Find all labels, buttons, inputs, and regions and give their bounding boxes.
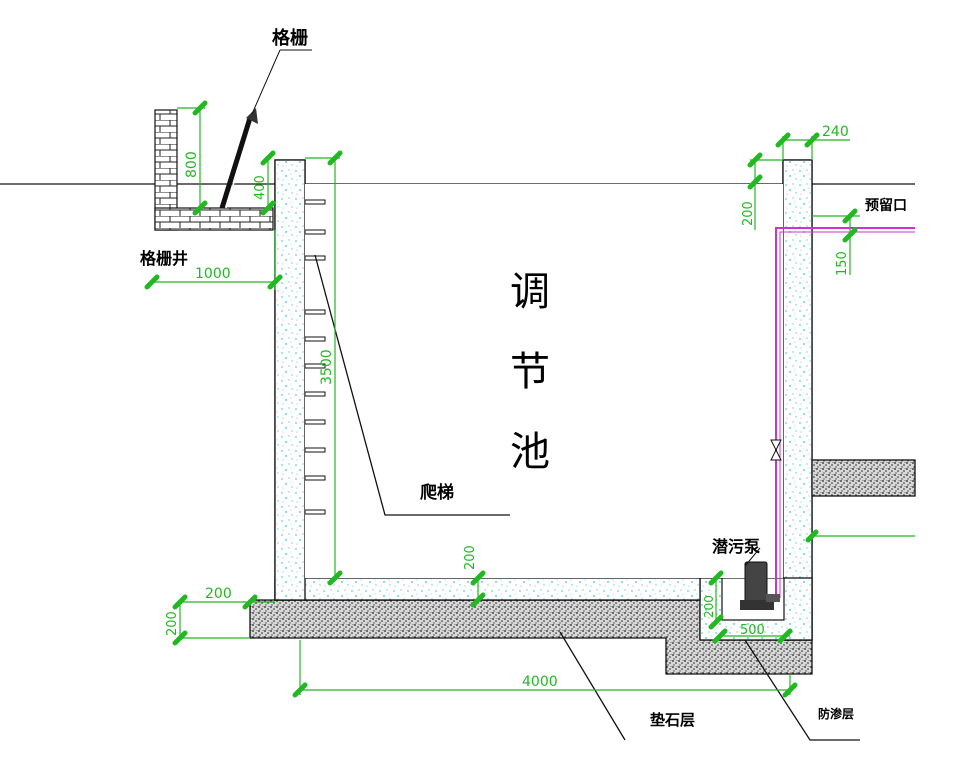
dim-label-200-ledge: 200 <box>205 586 232 602</box>
dim-label-200-opening: 200 <box>741 201 756 226</box>
tank-name-char-3: 池 <box>510 429 550 475</box>
dim-label-4000: 4000 <box>522 674 558 690</box>
dim-floor-thickness <box>470 570 486 608</box>
ladder-rung <box>304 309 326 315</box>
dim-pump-pit <box>708 570 724 630</box>
dim-well-width <box>144 230 283 290</box>
grille-label: 格栅 <box>272 27 308 49</box>
dim-label-150: 150 <box>835 251 850 276</box>
dim-label-500: 500 <box>740 623 765 638</box>
ladder-rung <box>304 229 326 235</box>
dim-right-wall <box>775 132 850 160</box>
ladder-rung <box>304 391 326 397</box>
dim-tank-width <box>292 640 798 698</box>
left-wall <box>274 159 306 601</box>
sewage-pump-label: 潜污泵 <box>712 537 760 556</box>
dim-grille-height <box>177 100 208 216</box>
tank-floor <box>274 577 701 601</box>
ladder-rung <box>304 475 326 481</box>
right-wall <box>782 159 813 641</box>
grille-bar <box>219 49 312 209</box>
ladder-rung <box>304 419 326 425</box>
grille-well-label: 格栅井 <box>140 249 188 268</box>
check-valve-icon <box>770 439 782 461</box>
pit-leader <box>744 639 860 741</box>
ladder-rung <box>304 336 326 342</box>
dim-label-3500: 3500 <box>319 349 335 385</box>
ladder-rung <box>304 199 326 205</box>
ladder-label: 爬梯 <box>420 482 454 503</box>
dim-label-800: 800 <box>184 151 200 178</box>
ladder-rung <box>304 509 326 515</box>
dim-opening-height <box>747 152 783 230</box>
ladder-rung <box>304 363 326 369</box>
tank-name-char-1: 调 <box>510 269 550 315</box>
gravel-layer-label: 垫石层 <box>650 711 695 729</box>
dim-tank-depth <box>305 150 343 586</box>
ladder <box>304 199 510 516</box>
reserved-opening-label: 预留口 <box>865 197 907 214</box>
grille-well <box>154 109 274 231</box>
sewage-pump-icon <box>740 547 780 610</box>
outlet-slab <box>811 459 916 497</box>
bottom-right-note: 防渗层 <box>818 706 854 721</box>
gravel-leader <box>559 631 626 741</box>
dim-label-240: 240 <box>822 124 849 140</box>
dim-ledge <box>172 594 275 646</box>
dim-wall-top <box>260 150 276 216</box>
dim-label-200-pit: 200 <box>702 595 716 618</box>
dim-label-1000: 1000 <box>195 266 231 282</box>
dim-label-400: 400 <box>253 175 268 200</box>
dim-opening-offset <box>812 208 860 275</box>
discharge-pipe <box>770 227 915 598</box>
dim-label-200-floor: 200 <box>463 545 478 570</box>
dim-pit-width <box>712 628 793 644</box>
tank-name-char-2: 节 <box>510 349 550 395</box>
ladder-rung <box>304 447 326 453</box>
dim-label-200-base: 200 <box>165 611 180 636</box>
